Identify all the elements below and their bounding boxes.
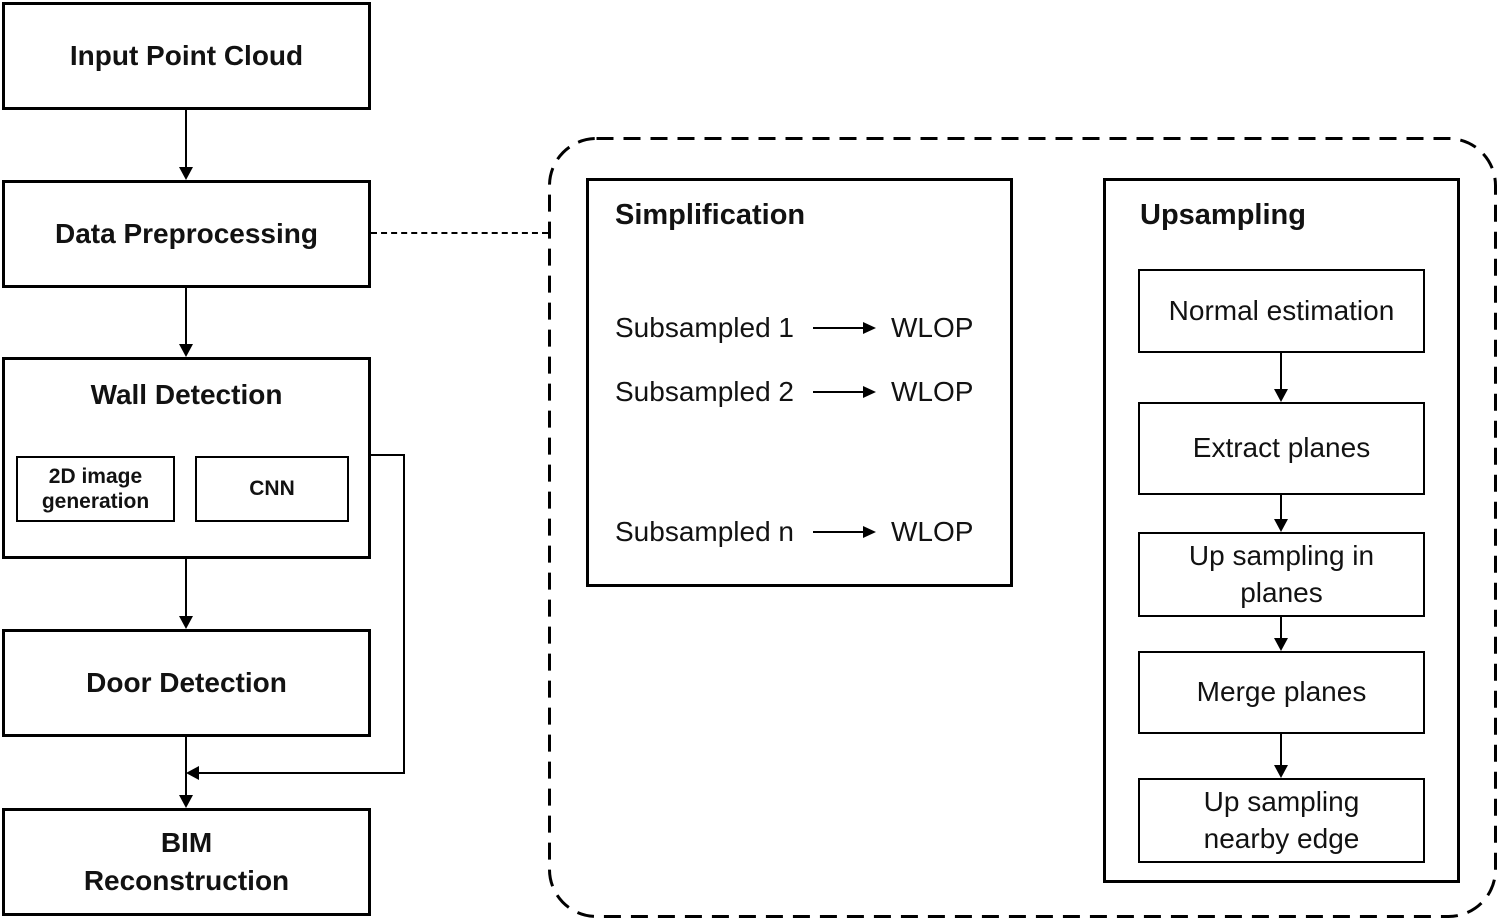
subsampled-1-label: Subsampled 1 [615,312,795,343]
step-extract-planes-label: Extract planes [1192,432,1371,464]
arrow-input-to-preprocess-head-icon [179,167,193,180]
upsampling-arrow-2-line [1280,495,1282,519]
arrow-input-to-preprocess-line [185,108,187,167]
upsampling-arrow-4-head-icon [1274,765,1288,778]
preprocess-to-detail-dashed-connector [371,232,548,234]
wlop-1-label: WLOP [891,312,974,343]
upsampling-panel: Upsampling Normal estimation Extract pla… [1103,178,1460,883]
simplification-row: Subsampled n WLOP [615,512,973,552]
arrow-preprocess-to-wall-head-icon [179,344,193,357]
arrow-wall-to-door-line [185,559,187,616]
node-bim-reconstruction-label: BIM Reconstruction [83,827,290,896]
wall-feedback-head-icon [186,766,199,780]
node-data-preprocessing: Data Preprocessing [2,180,371,288]
arrow-door-to-bim-head-icon [179,795,193,808]
arrow-wall-to-door-head-icon [179,616,193,629]
step-normal-estimation-label: Normal estimation [1168,294,1395,326]
upsampling-arrow-4-line [1280,734,1282,765]
arrow-right-icon [813,386,876,398]
upsampling-arrow-1-line [1280,353,1282,389]
upsampling-arrow-3-head-icon [1274,638,1288,651]
detail-group-frame [548,137,1497,918]
simplification-panel: Simplification Subsampled 1 WLOP Subsamp… [586,178,1013,587]
node-2d-image-generation-label: 2D image generation [41,464,150,513]
step-up-sampling-in-planes-label: Up sampling in planes [1188,540,1375,608]
node-input-point-cloud-label: Input Point Cloud [69,40,304,72]
node-wall-detection: Wall Detection 2D image generation CNN [2,357,371,559]
subsampled-n-label: Subsampled n [615,516,795,547]
subsampled-2-label: Subsampled 2 [615,376,795,407]
node-input-point-cloud: Input Point Cloud [2,2,371,110]
node-door-detection: Door Detection [2,629,371,737]
step-up-sampling-nearby-edge-label: Up sampling nearby edge [1203,786,1360,854]
step-merge-planes-label: Merge planes [1196,676,1367,708]
step-normal-estimation: Normal estimation [1138,269,1425,353]
simplification-row: Subsampled 2 WLOP [615,372,973,412]
wall-feedback-horizontal-line [199,772,405,774]
node-wall-detection-label: Wall Detection [90,379,283,410]
arrow-preprocess-to-wall-line [185,288,187,344]
arrow-right-icon [813,322,876,334]
upsampling-panel-title: Upsampling [1140,199,1306,231]
simplification-row: Subsampled 1 WLOP [615,308,973,348]
step-up-sampling-nearby-edge: Up sampling nearby edge [1138,778,1425,863]
wall-feedback-stub-line [369,454,405,456]
node-bim-reconstruction: BIM Reconstruction [2,808,371,916]
step-up-sampling-in-planes: Up sampling in planes [1138,532,1425,617]
upsampling-arrow-3-line [1280,617,1282,638]
node-2d-image-generation: 2D image generation [16,456,175,522]
wlop-n-label: WLOP [891,516,974,547]
node-door-detection-label: Door Detection [86,667,287,699]
upsampling-arrow-2-head-icon [1274,519,1288,532]
node-cnn: CNN [195,456,349,522]
wall-feedback-vertical-line [403,454,405,774]
step-merge-planes: Merge planes [1138,651,1425,734]
step-extract-planes: Extract planes [1138,402,1425,495]
detail-group-dashed-border [548,137,1497,918]
node-data-preprocessing-label: Data Preprocessing [55,218,318,250]
wlop-2-label: WLOP [891,376,974,407]
simplification-panel-title: Simplification [615,199,806,231]
node-cnn-label: CNN [249,477,295,501]
arrow-right-icon [813,526,876,538]
upsampling-arrow-1-head-icon [1274,389,1288,402]
